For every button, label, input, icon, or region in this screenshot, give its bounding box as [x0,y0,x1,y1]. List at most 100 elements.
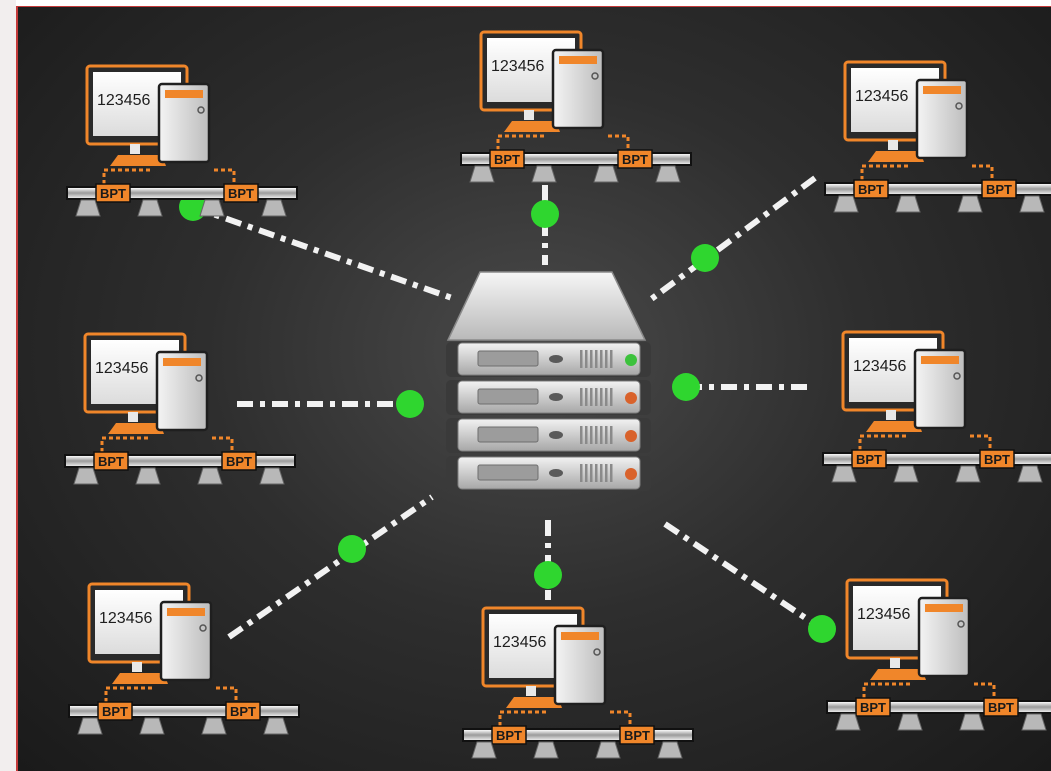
vent-slot [605,426,608,444]
rail-foot-icon [595,741,621,759]
vent-slot [610,464,613,482]
screen-text: 123456 [857,606,910,623]
screen-text: 123456 [855,88,908,105]
wire-left [862,682,912,698]
bpt-tag-box [617,149,653,169]
rail-foot-icon [593,165,619,183]
wire-right [970,434,992,450]
rail-foot-icon [831,465,857,483]
link-top-left [192,204,453,301]
bpt-tag-right: BPT [617,149,653,169]
rail-foot-icon [895,195,921,213]
bpt-tag-label: BPT [494,152,520,167]
bpt-tag-box [225,701,261,721]
wiring [498,710,632,726]
wiring [862,682,996,698]
server-top-cover [446,271,647,341]
wire-right [972,164,994,180]
rail-foot-icon [137,199,163,217]
node-top-right [691,244,719,272]
screen-text: 123456 [99,610,152,627]
rail-foot-icon [261,199,287,217]
bpt-tag-left: BPT [93,451,129,471]
rail-icon [462,154,690,164]
node-bottom-left [338,535,366,563]
pc-tower-icon [551,48,605,130]
bpt-tag-label: BPT [856,452,882,467]
monitor-base-icon [506,697,562,708]
wire-right [216,686,238,702]
wiring [496,134,630,150]
vent-slot [610,350,613,368]
bpt-tag-left: BPT [491,725,527,745]
drive-slot-icon [559,56,597,64]
pc-tower-icon [553,624,607,706]
wiring [102,168,236,184]
bpt-tag-left: BPT [95,183,131,203]
bpt-tag-label: BPT [98,454,124,469]
pc-tower-icon [915,78,969,160]
vent-slot [580,426,583,444]
vent-slot [600,426,603,444]
vent-slot [595,464,598,482]
monitor-neck [132,662,142,672]
rail-foot-icon [1021,713,1047,731]
monitor-neck [130,144,140,154]
vent-slot [585,464,588,482]
vent-slot [600,350,603,368]
rail-icon [464,730,692,740]
vent-slot [590,464,593,482]
link-bottom-left [227,494,434,640]
vent-slot [605,350,608,368]
bpt-tag-box [97,701,133,721]
server-unit [446,380,651,415]
tower-power-icon [593,648,601,656]
rail-foot-icon [263,717,289,735]
server-unit [446,456,651,491]
pc-tower-icon [157,82,211,164]
vent-slot [590,426,593,444]
monitor-neck [524,110,534,120]
monitor-base-icon [112,673,168,684]
rail-foot-icon [199,199,225,217]
bpt-tag-label: BPT [228,186,254,201]
bpt-tag-box [221,451,257,471]
vent-slot [610,426,613,444]
vent-slot [600,388,603,406]
bpt-tag-box [95,183,131,203]
power-button-icon [549,431,563,439]
bpt-tag-label: BPT [858,182,884,197]
bpt-tag-box [491,725,527,745]
vent-slot [595,350,598,368]
power-button-icon [549,469,563,477]
node-top-center [531,200,559,228]
bpt-tag-box [981,179,1017,199]
vent-slot [580,464,583,482]
screen-text: 123456 [95,360,148,377]
drive-slot-icon [163,358,201,366]
screen-text: 123456 [493,634,546,651]
bpt-tag-box [851,449,887,469]
bpt-tag-box [223,183,259,203]
monitor-base-icon [110,155,166,166]
bpt-tag-right: BPT [979,449,1015,469]
rail-icon [826,184,1051,194]
drive-bay-icon [477,464,539,481]
node-bottom-center [534,561,562,589]
bpt-tag-box [619,725,655,745]
bpt-tag-label: BPT [100,186,126,201]
status-led-icon [625,430,637,442]
tower-power-icon [955,102,963,110]
rail-foot-icon [833,195,859,213]
drive-bay-icon [477,388,539,405]
node-mid-right [672,373,700,401]
bpt-tag-right: BPT [983,697,1019,717]
bpt-tag-box [489,149,525,169]
power-button-icon [549,393,563,401]
server-unit [446,342,651,377]
nodes [179,193,836,643]
